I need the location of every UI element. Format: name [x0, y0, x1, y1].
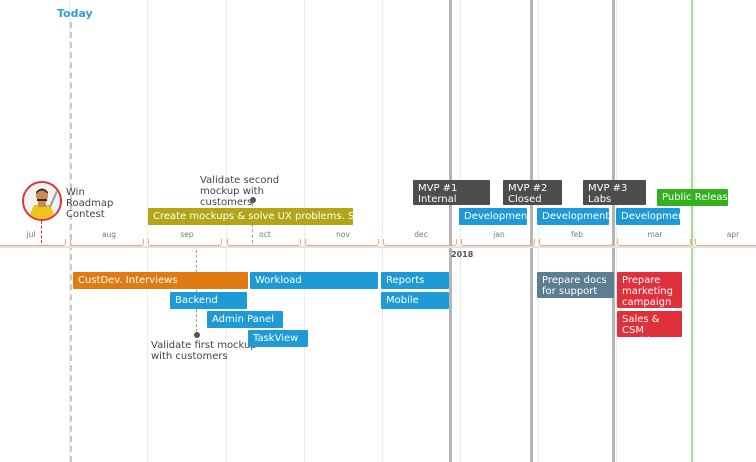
- task-development-3[interactable]: Development: [616, 208, 680, 225]
- task-workload[interactable]: Workload: [250, 272, 378, 289]
- task-prepare-marketing[interactable]: Prepare marketing campaign: [617, 272, 682, 308]
- month-bracket: [383, 239, 457, 246]
- month-bracket: [305, 239, 379, 246]
- task-admin-panel[interactable]: Admin Panel: [207, 311, 283, 328]
- month-label-jan: jan: [493, 230, 505, 239]
- milestone-public-release[interactable]: Public Release: [657, 189, 728, 206]
- event-validate-second-mockup[interactable]: Validate second mockup with customers: [200, 175, 280, 208]
- time-axis: [0, 246, 756, 248]
- month-bracket: [227, 239, 301, 246]
- month-bracket: [695, 239, 756, 246]
- year-label: 2018: [451, 250, 474, 259]
- milestone-line-mvp3: [612, 0, 615, 462]
- grid-line: [382, 0, 383, 462]
- milestone-mvp1-internal-release[interactable]: MVP #1 Internal Release: [413, 180, 490, 205]
- task-sales-csm-enablement[interactable]: Sales & CSM enablement: [617, 311, 682, 337]
- month-bracket: [539, 239, 613, 246]
- task-create-mockups[interactable]: Create mockups & solve UX problems. Sync…: [148, 208, 353, 225]
- grid-line: [694, 0, 695, 462]
- today-line[interactable]: [70, 22, 72, 462]
- avatar-image: [24, 183, 60, 219]
- event-pin-dot: [194, 332, 200, 338]
- month-bracket: [0, 239, 66, 246]
- today-label: Today: [57, 7, 93, 20]
- grid-line: [538, 0, 539, 462]
- task-prepare-docs[interactable]: Prepare docs for support: [537, 272, 614, 298]
- avatar[interactable]: [22, 181, 62, 221]
- month-label-jul: jul: [26, 230, 36, 239]
- month-bracket: [70, 239, 144, 246]
- milestone-line-mvp2: [530, 0, 533, 462]
- grid-line: [226, 0, 227, 462]
- grid-line: [147, 0, 148, 462]
- task-backend[interactable]: Backend: [170, 292, 247, 309]
- month-label-nov: nov: [336, 230, 350, 239]
- month-label-aug: aug: [101, 230, 117, 239]
- task-reports[interactable]: Reports: [381, 272, 449, 289]
- month-label-dec: dec: [414, 230, 428, 239]
- event-pin-line: [196, 250, 197, 332]
- month-label-sep: sep: [180, 230, 194, 239]
- task-mobile[interactable]: Mobile: [381, 292, 449, 309]
- grid-line: [616, 0, 617, 462]
- event-validate-first-mockup[interactable]: Validate first mockup with customers: [151, 340, 257, 362]
- task-development-2[interactable]: Development: [537, 208, 609, 225]
- task-taskview[interactable]: TaskView: [248, 330, 308, 347]
- grid-line: [69, 0, 70, 462]
- month-bracket: [461, 239, 535, 246]
- milestone-mvp2-closed-beta[interactable]: MVP #2 Closed Beta: [503, 180, 562, 205]
- milestone-line-public-release: [691, 0, 693, 462]
- month-bracket: [148, 239, 222, 246]
- month-label-apr: apr: [726, 230, 740, 239]
- grid-line: [304, 0, 305, 462]
- month-label-mar: mar: [647, 230, 663, 239]
- event-pin-dot: [250, 197, 256, 203]
- grid-line: [460, 0, 461, 462]
- event-win-roadmap-contest[interactable]: Win Roadmap Contest: [66, 187, 114, 220]
- task-custdev-interviews[interactable]: CustDev. Interviews: [73, 272, 248, 289]
- avatar-pin: [41, 221, 42, 243]
- month-label-feb: feb: [570, 230, 583, 239]
- milestone-mvp3-labs-release[interactable]: MVP #3 Labs Release: [583, 180, 646, 205]
- milestone-line-mvp1: [449, 0, 452, 462]
- month-label-oct: oct: [259, 230, 271, 239]
- task-development-1[interactable]: Development: [459, 208, 527, 225]
- month-bracket: [617, 239, 691, 246]
